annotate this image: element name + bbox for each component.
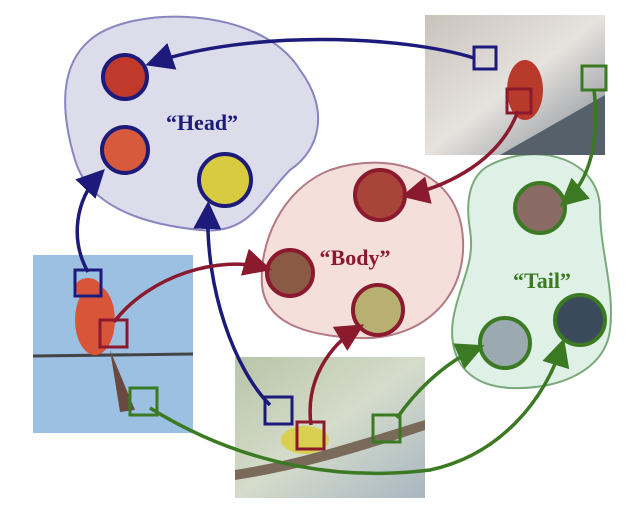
head-box-flycatcher xyxy=(73,268,103,298)
tail-part-flycatcher xyxy=(553,293,607,347)
head-box-cardinal xyxy=(472,45,498,71)
tail-label: “Tail” xyxy=(513,268,571,293)
head-part-warbler xyxy=(197,152,253,208)
head-box-warbler xyxy=(263,395,294,426)
tail-box-warbler xyxy=(371,413,402,444)
tail-box-cardinal xyxy=(580,64,608,92)
tail-box-flycatcher xyxy=(128,386,159,417)
cardinal-photo xyxy=(425,15,605,155)
head-part-circles xyxy=(100,53,253,208)
arrow-head-flycatcher xyxy=(75,168,105,273)
body-label: “Body” xyxy=(320,245,391,270)
arrow-body-cardinal xyxy=(401,110,520,204)
part-boxes xyxy=(73,45,608,451)
body-box-cardinal xyxy=(505,87,533,115)
arrow-head-warbler xyxy=(193,201,272,407)
body-box-warbler xyxy=(295,420,326,451)
head-label: “Head” xyxy=(166,110,238,135)
arrow-body-flycatcher xyxy=(112,248,272,324)
tail-part-warbler xyxy=(478,316,532,370)
arrows xyxy=(75,37,598,476)
arrow-tail-cardinal xyxy=(559,89,598,207)
tail-part-cardinal xyxy=(513,181,567,235)
body-box-flycatcher xyxy=(98,318,129,349)
body-part-flycatcher xyxy=(265,248,315,298)
body-part-cardinal xyxy=(353,168,407,222)
body-part-warbler xyxy=(351,283,405,337)
arrow-body-warbler xyxy=(308,324,364,426)
arrow-head-cardinal xyxy=(145,37,475,70)
arrow-tail-warbler xyxy=(395,343,485,420)
head-part-flycatcher xyxy=(100,125,150,175)
body-cluster xyxy=(260,161,465,340)
arrow-tail-flycatcher xyxy=(149,338,570,476)
head-part-cardinal xyxy=(101,53,149,101)
tail-part-circles xyxy=(478,181,607,370)
vermilion-flycatcher-photo xyxy=(32,255,194,433)
warbler-photo xyxy=(235,357,425,498)
